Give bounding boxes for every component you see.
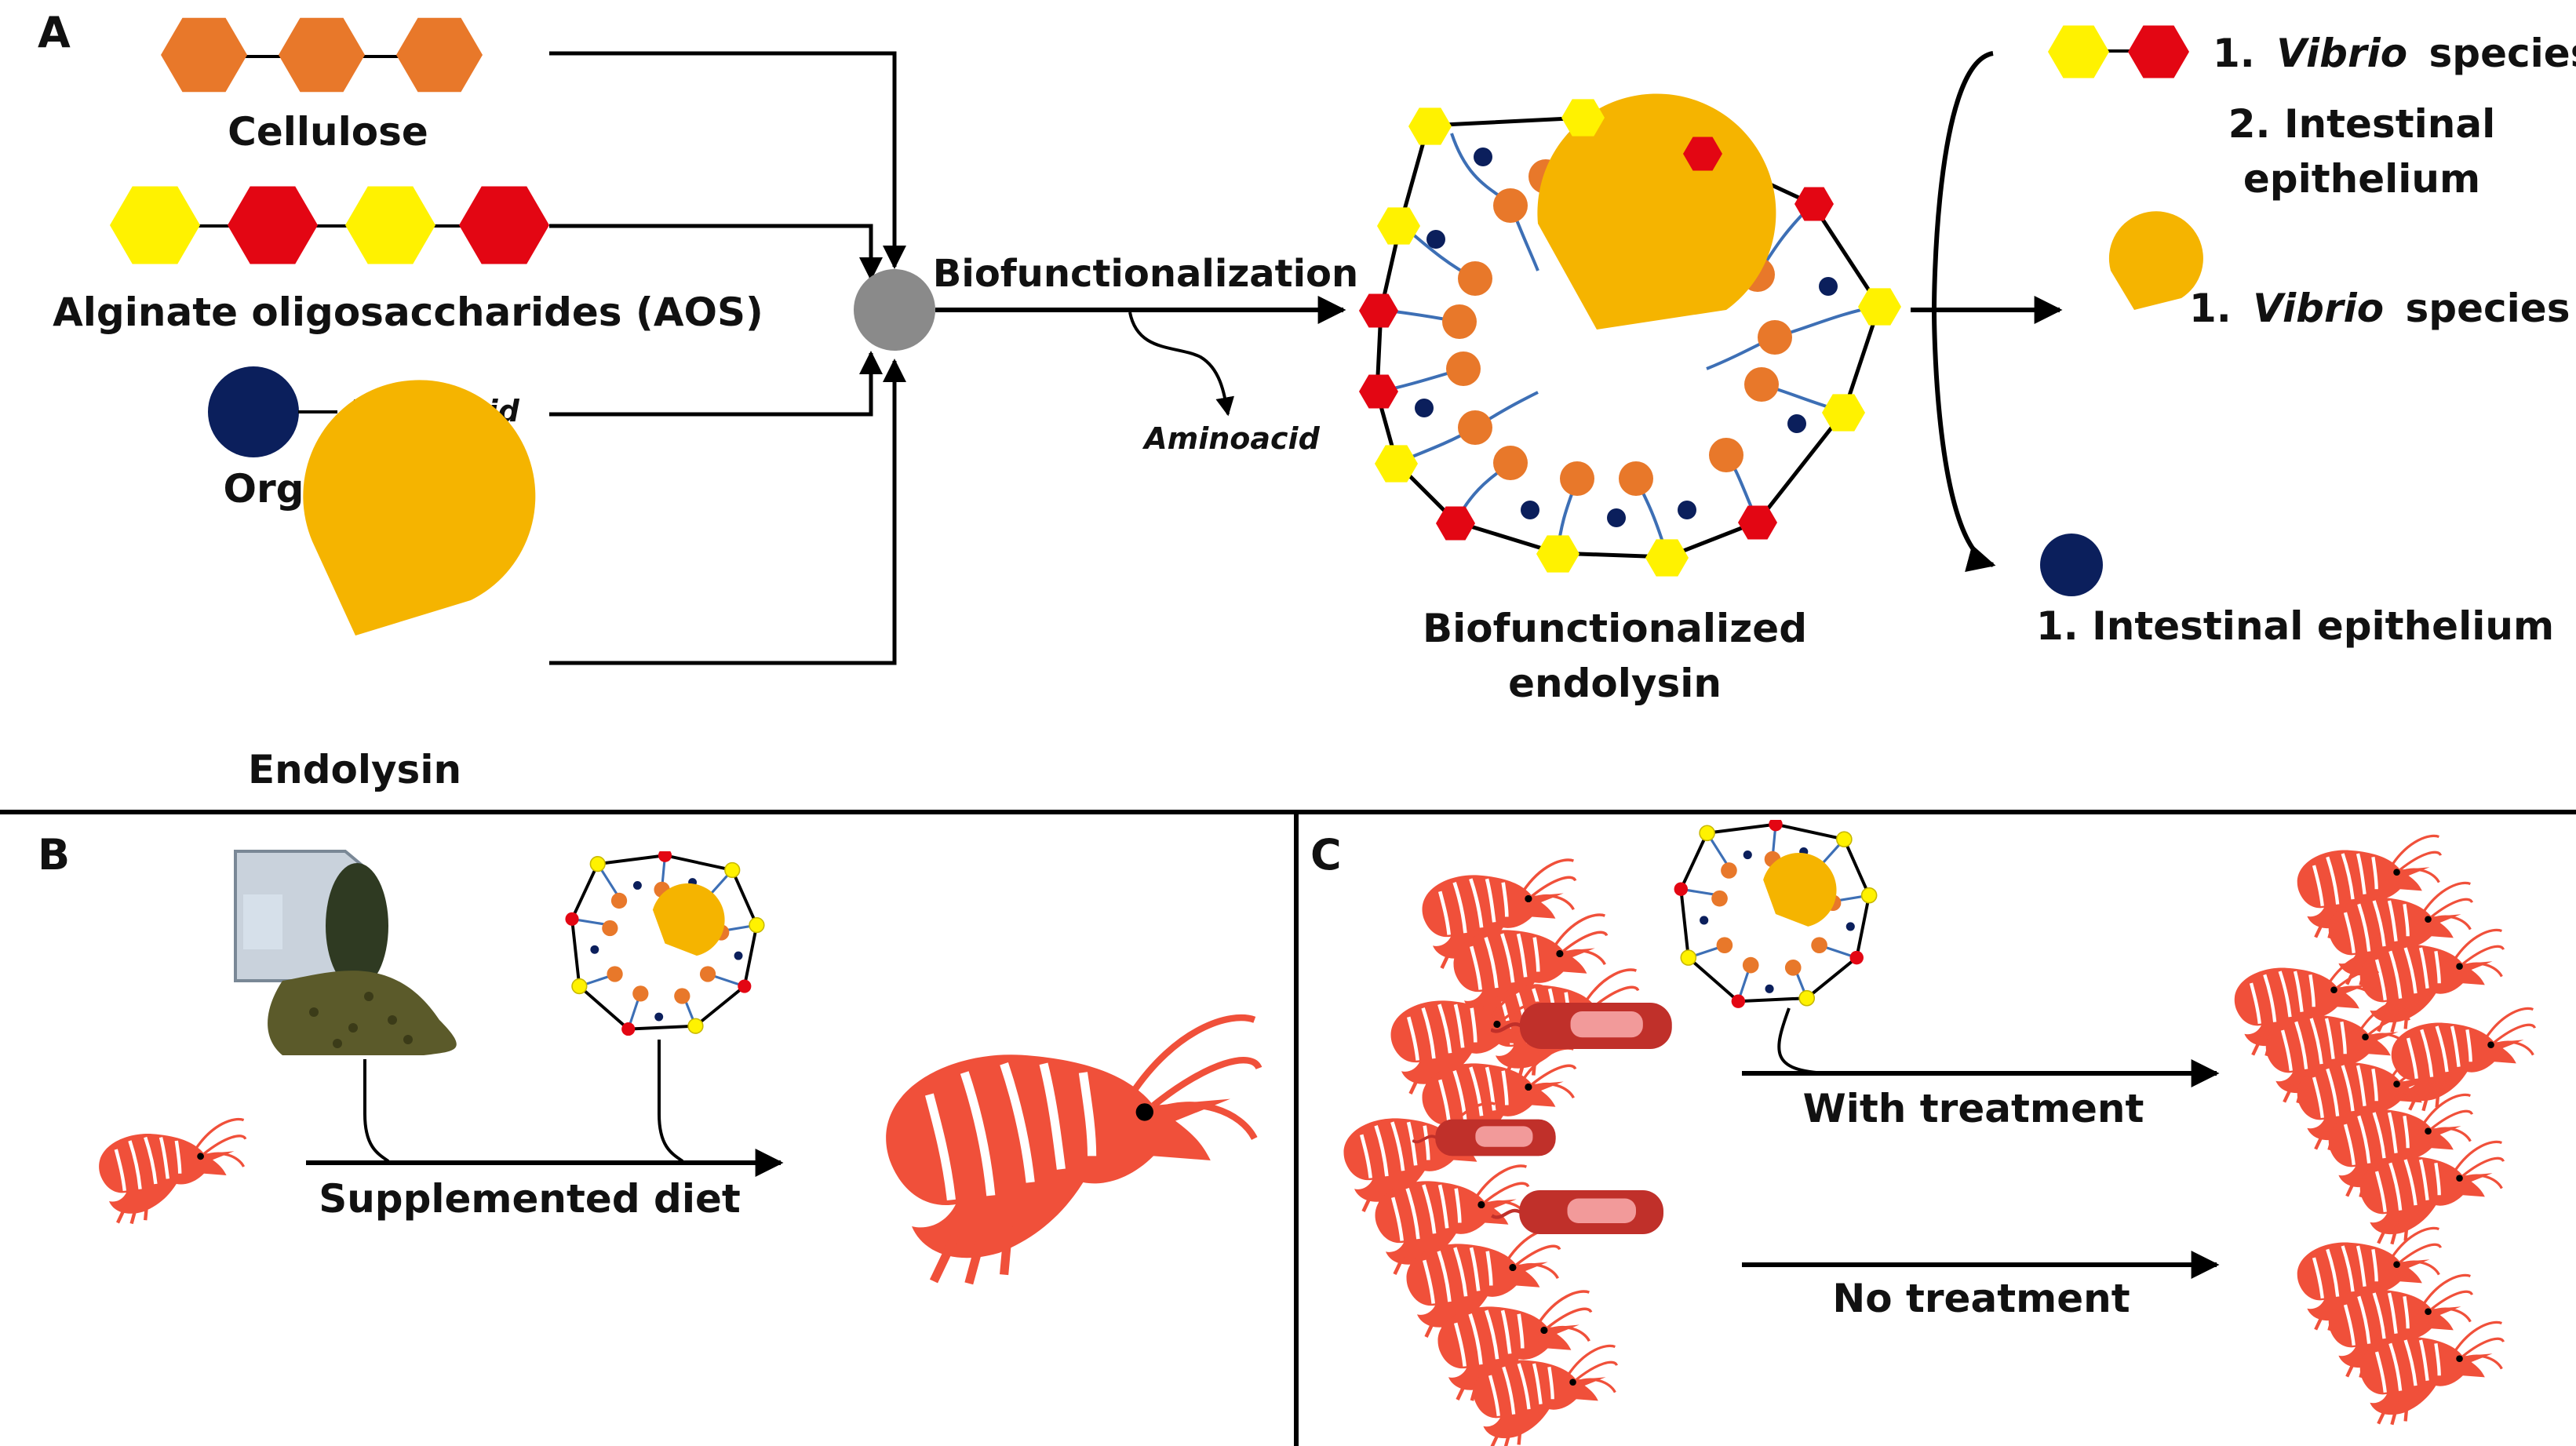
endolysin-target-icon bbox=[2108, 211, 2203, 310]
organic-zinc-target-icon bbox=[2040, 534, 2103, 596]
with-treatment-label: With treatment bbox=[1803, 1086, 2144, 1131]
nanoparticle-connector bbox=[658, 1040, 684, 1163]
aos-dimer-icon bbox=[2048, 25, 2189, 78]
aos-label: Alginate oligosaccharides (AOS) bbox=[53, 290, 763, 335]
biofunctionalized-endolysin-icon bbox=[1359, 93, 1901, 577]
large-shrimp-icon bbox=[886, 1018, 1259, 1284]
no-treatment-label: No treatment bbox=[1832, 1276, 2130, 1321]
feed-jar-icon bbox=[234, 850, 457, 1055]
healthy-shrimp-group bbox=[2235, 836, 2535, 1244]
product-label-line1: Biofunctionalized bbox=[1423, 606, 1807, 651]
supplemented-diet-label: Supplemented diet bbox=[319, 1176, 741, 1222]
small-shrimp-icon bbox=[99, 1120, 246, 1224]
panel-label-a: A bbox=[38, 8, 71, 57]
panel-label-b: B bbox=[38, 830, 70, 880]
organic-zinc-icon bbox=[208, 366, 337, 457]
biofunctionalization-label: Biofunctionalization bbox=[933, 252, 1358, 296]
cellulose-chain-icon bbox=[161, 17, 483, 93]
target1-line2: 2. Intestinal bbox=[2228, 101, 2495, 147]
aminoacid-release-arrow bbox=[1128, 311, 1235, 417]
input-connectors bbox=[549, 51, 906, 665]
nanoparticle-small-icon bbox=[563, 851, 766, 1036]
infected-shrimp-group bbox=[1344, 860, 1672, 1446]
target2-line: 1. Vibrio species bbox=[2189, 286, 2570, 331]
aminoacid-released-label: Aminoacid bbox=[1142, 421, 1320, 456]
mixing-hub bbox=[854, 269, 935, 351]
treatment-nanoparticle-icon bbox=[1672, 820, 1878, 1008]
target1-line3: epithelium bbox=[2243, 156, 2480, 202]
treatment-connector bbox=[1777, 1007, 1867, 1075]
aos-chain-icon bbox=[110, 186, 549, 264]
product-label-line2: endolysin bbox=[1508, 661, 1722, 706]
feed-connector bbox=[363, 1059, 390, 1163]
surviving-shrimp-group bbox=[2297, 1228, 2504, 1424]
target3-line: 1. Intestinal epithelium bbox=[2036, 603, 2554, 649]
target-arrows bbox=[1911, 51, 2063, 572]
cellulose-label: Cellulose bbox=[228, 109, 428, 155]
endolysin-icon bbox=[303, 380, 536, 636]
target1-line1: 1. Vibrio species bbox=[2213, 31, 2576, 76]
endolysin-label: Endolysin bbox=[248, 747, 461, 792]
panel-label-c: C bbox=[1310, 830, 1342, 880]
